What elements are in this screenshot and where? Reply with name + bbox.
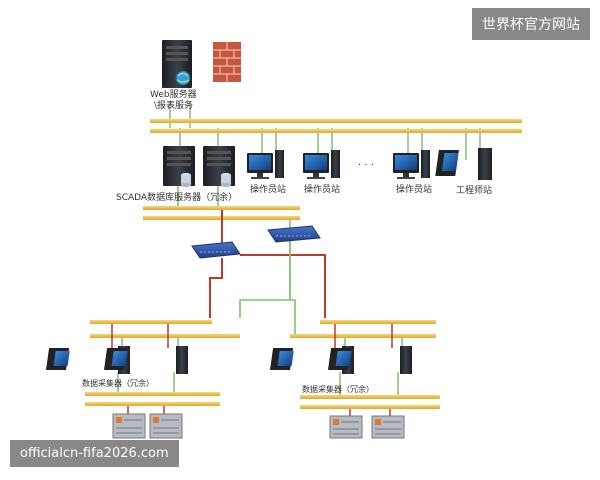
operator-station-3-label: 操作员站 bbox=[396, 185, 433, 195]
engineer-station-label: 工程师站 bbox=[456, 186, 493, 196]
redundant-network-lines bbox=[209, 210, 326, 338]
web-server-icon bbox=[162, 40, 192, 88]
plc-right-1 bbox=[329, 415, 363, 439]
left-branch-bus bbox=[90, 320, 240, 338]
watermark-top-right: 世界杯官方网站 bbox=[472, 8, 590, 40]
scada-server-label: SCADA数据库服务器（冗余） bbox=[116, 193, 238, 203]
right-collector-bus bbox=[300, 395, 440, 409]
right-branch-bus bbox=[290, 320, 436, 338]
web-server-label-line2: \报表服务 bbox=[154, 101, 194, 111]
operator-station-1-label: 操作员站 bbox=[250, 185, 287, 195]
collector-right-label: 数据采集器（冗余） bbox=[302, 385, 374, 394]
plc-left-2 bbox=[149, 413, 183, 439]
network-switch-2 bbox=[267, 225, 321, 243]
operator-station-3 bbox=[393, 150, 430, 179]
engineer-station bbox=[435, 148, 492, 180]
operator-station-2 bbox=[303, 150, 340, 179]
collector-left-2 bbox=[103, 346, 188, 374]
collector-right-2 bbox=[327, 346, 412, 374]
watermark-bottom-left: officialcn-fifa2026.com bbox=[10, 440, 179, 467]
plc-left-1 bbox=[112, 413, 146, 439]
firewall-brick-icon bbox=[213, 42, 241, 82]
collector-left-label: 数据采集器（冗余） bbox=[82, 379, 154, 388]
top-network-bus bbox=[150, 119, 522, 133]
operator-station-1 bbox=[247, 150, 284, 179]
scada-server-1 bbox=[163, 146, 195, 187]
plc-right-2 bbox=[371, 415, 405, 439]
left-collector-bus bbox=[85, 392, 220, 406]
operator-station-2-label: 操作员站 bbox=[304, 185, 341, 195]
scada-server-2 bbox=[203, 146, 235, 187]
web-server-label-line1: Web服务器 bbox=[150, 90, 197, 100]
network-switch-1 bbox=[191, 241, 241, 259]
ellipsis-label: · · · bbox=[358, 160, 374, 171]
